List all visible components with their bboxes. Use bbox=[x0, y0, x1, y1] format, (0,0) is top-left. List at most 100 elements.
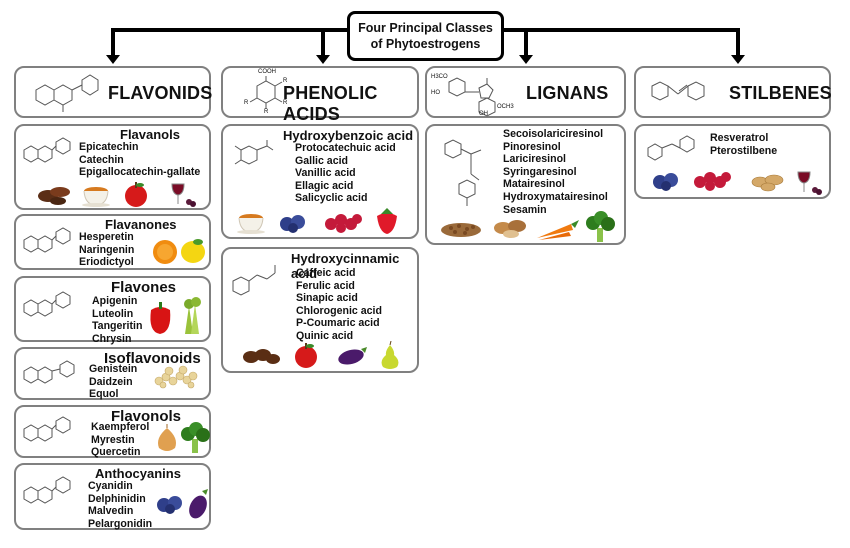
isoflavone-structure-icon bbox=[23, 360, 75, 384]
lignan-detail-structure-icon bbox=[444, 139, 482, 206]
list-item: Pelargonidin bbox=[88, 517, 153, 530]
list-item: Delphinidin bbox=[88, 492, 146, 505]
list-item: Ellagic acid bbox=[295, 179, 354, 192]
list-item: Salicyclic acid bbox=[295, 192, 368, 205]
lemon-icon bbox=[178, 236, 208, 266]
diagram-title-line1: Four Principal Classes bbox=[358, 21, 493, 35]
tea-cup-icon bbox=[82, 183, 112, 207]
list-item: Myrestin bbox=[91, 433, 135, 446]
list-item: Apigenin bbox=[92, 295, 138, 307]
list-item: Epicatechin bbox=[79, 141, 139, 153]
subclass-title-flavanones: Flavanones bbox=[105, 217, 177, 232]
cocoa-beans-icon bbox=[36, 182, 72, 208]
list-item: Luteolin bbox=[92, 307, 134, 320]
subclass-title-flavanols: Flavanols bbox=[120, 127, 180, 142]
list-item: Kaempferol bbox=[91, 421, 150, 433]
carrots-icon bbox=[535, 216, 579, 242]
phenolic-label-r4: R bbox=[283, 100, 288, 106]
list-item: Naringenin bbox=[79, 243, 135, 256]
red-wine-icon bbox=[168, 182, 196, 208]
subclass-title-hydroxycinnamic: Hydroxycinnamic acid bbox=[291, 251, 400, 281]
red-wine-icon bbox=[794, 170, 822, 196]
eggplant-icon bbox=[335, 343, 369, 369]
subclass-title-flavonols: Flavonols bbox=[111, 408, 182, 425]
lignans-compound-list: Secoisolariciresinol Pinoresinol Laricir… bbox=[503, 128, 608, 216]
broccoli-icon bbox=[584, 210, 616, 244]
isoflavonoids-compound-list: Genistein Daidzein Equol bbox=[89, 363, 137, 401]
list-item: Caffeic acid bbox=[296, 267, 356, 279]
list-item: Quinic acid bbox=[296, 329, 354, 342]
celery-icon bbox=[179, 296, 205, 336]
pear-icon bbox=[377, 341, 403, 371]
list-item: Vanillic acid bbox=[295, 167, 356, 180]
anthocyanins-compound-list: Cyanidin Delphinidin Malvedin Pelargonid… bbox=[88, 480, 152, 530]
list-item: Daidzein bbox=[89, 375, 133, 388]
flavonol-structure-icon bbox=[23, 416, 71, 442]
list-item: Secoisolariciresinol bbox=[503, 128, 604, 140]
class-title-stilbenes: STILBENES bbox=[729, 83, 832, 103]
list-item: Pterostilbene bbox=[710, 144, 778, 157]
subclass-isoflavonoids: Isoflavonoids Genistein Daidzein Equol bbox=[14, 347, 211, 400]
subclass-hydroxybenzoic-acid: Hydroxybenzoic acid Protocatechuic acid … bbox=[221, 124, 419, 239]
list-item: Catechin bbox=[79, 153, 124, 166]
list-item: Chlorogenic acid bbox=[296, 304, 382, 317]
flavones-compound-list: Apigenin Luteolin Tangeritin Chrysin bbox=[92, 295, 142, 345]
list-item: Hydroxymatairesinol bbox=[503, 190, 608, 203]
flavanone-structure-icon bbox=[23, 227, 71, 253]
hydroxybenzoic-compound-list: Protocatechuic acid Gallic acid Vanillic… bbox=[295, 142, 396, 205]
tea-cup-icon bbox=[237, 210, 267, 234]
list-item: Tangeritin bbox=[92, 320, 143, 333]
anthocyanin-structure-icon bbox=[23, 476, 71, 504]
list-item: Chrysin bbox=[92, 332, 132, 345]
list-item: Epigallocatechin-gallate bbox=[79, 166, 201, 179]
blueberries-icon bbox=[652, 170, 680, 192]
class-title-phenolic-acids: PHENOLIC ACIDS bbox=[283, 83, 378, 124]
list-item: Protocatechuic acid bbox=[295, 142, 396, 154]
hydroxycinnamic-structure-icon bbox=[232, 265, 276, 296]
subclass-hydroxycinnamic-acid: Hydroxycinnamic acid Caffeic acid Feruli… bbox=[221, 247, 419, 373]
list-item: Malvedin bbox=[88, 505, 134, 518]
phenolic-label-r1: R bbox=[283, 78, 288, 84]
subclass-title-hydroxybenzoic: Hydroxybenzoic acid bbox=[283, 128, 414, 143]
subclass-title-anthocyanins: Anthocyanins bbox=[95, 466, 181, 481]
list-item: Cyanidin bbox=[88, 480, 133, 492]
flavanones-compound-list: Hesperetin Naringenin Eriodictyol bbox=[79, 231, 134, 269]
list-item: Lariciresinol bbox=[503, 153, 566, 166]
cranberries-icon bbox=[692, 168, 732, 192]
phenolic-label-r2: R bbox=[244, 100, 249, 106]
list-item: Resveratrol bbox=[710, 132, 769, 144]
list-item: Syringaresinol bbox=[503, 165, 577, 178]
list-item: Equol bbox=[89, 388, 119, 401]
subclass-flavanones: Flavanones Hesperetin Naringenin Eriodic… bbox=[14, 214, 211, 270]
eggplant-icon bbox=[184, 487, 212, 521]
phenolic-label-cooh: COOH bbox=[258, 69, 276, 75]
cranberries-icon bbox=[323, 210, 363, 234]
flavone-structure-icon bbox=[35, 74, 99, 112]
list-item: Hesperetin bbox=[79, 231, 134, 243]
flavanol-structure-icon bbox=[23, 137, 71, 163]
red-pepper-icon bbox=[146, 300, 176, 336]
subclass-flavonols: Flavonols Kaempferol Myrestin Quercetin bbox=[14, 405, 211, 458]
coffee-beans-icon bbox=[241, 345, 281, 369]
class-header-phenolic-acids: COOH R R R R PHENOLIC ACIDS bbox=[221, 66, 419, 124]
hydroxybenzoic-structure-icon bbox=[234, 140, 274, 165]
flavone-structure-icon bbox=[23, 291, 71, 317]
list-item: Genistein bbox=[89, 363, 138, 375]
list-item: Sinapic acid bbox=[296, 292, 358, 305]
list-item: Pinoresinol bbox=[503, 140, 561, 153]
list-item: Sesamin bbox=[503, 203, 547, 216]
subclass-flavones: Flavones Apigenin Luteolin Tangeritin Ch… bbox=[14, 276, 211, 345]
subclass-flavanols: Flavanols Epicatechin Catechin Epigalloc… bbox=[14, 124, 211, 210]
apple-icon bbox=[293, 341, 319, 369]
list-item: Quercetin bbox=[91, 446, 141, 459]
subclass-lignans: Secoisolariciresinol Pinoresinol Laricir… bbox=[425, 124, 626, 245]
hydroxycinnamic-compound-list: Caffeic acid Ferulic acid Sinapic acid C… bbox=[296, 267, 382, 343]
subclass-stilbenes: Resveratrol Pterostilbene bbox=[634, 124, 831, 199]
subclass-title-isoflavonoids: Isoflavonoids bbox=[104, 350, 201, 367]
phenolic-acid-structure-icon bbox=[249, 76, 283, 109]
nuts-icon bbox=[491, 214, 531, 240]
flavanols-compound-list: Epicatechin Catechin Epigallocatechin-ga… bbox=[79, 141, 200, 179]
list-item: Matairesinol bbox=[503, 178, 565, 191]
class-header-stilbenes: STILBENES bbox=[634, 66, 832, 118]
